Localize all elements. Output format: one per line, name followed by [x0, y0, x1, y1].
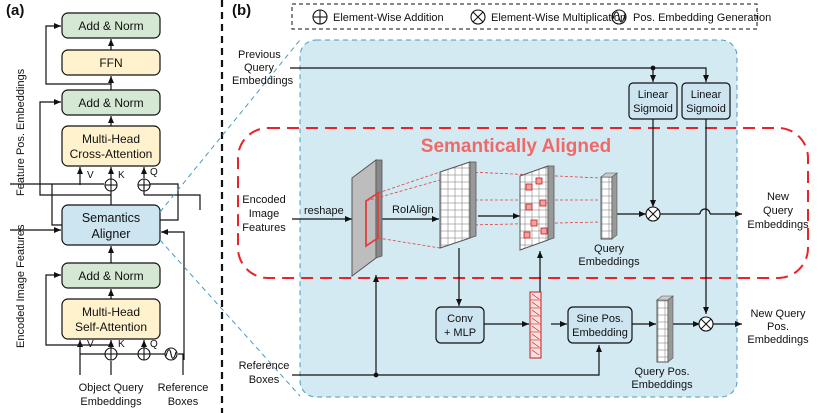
multiply-icon [470, 9, 486, 25]
legend-box [291, 3, 758, 30]
plus-icon [104, 347, 118, 361]
cross-attention-text-1: Multi-Head [82, 132, 140, 146]
pos-embedding-icon [164, 347, 178, 361]
semantic-region [237, 127, 809, 279]
encoded-2: Image [249, 208, 280, 220]
reference-boxes-label-2: Boxes [168, 396, 199, 408]
port-v-1: V [87, 170, 94, 181]
new-query-pos-1: New Query [750, 308, 806, 320]
new-query-pos-3: Embeddings [747, 334, 809, 346]
plus-icon [137, 178, 151, 192]
encoded-image-label: Encoded Image Features [15, 224, 27, 348]
linear-sigmoid-2-block [681, 82, 731, 120]
linear-2-text: Linear [691, 89, 722, 101]
ffn-text: FFN [99, 56, 122, 70]
new-query-2: Query [763, 205, 793, 217]
feature-map [351, 159, 383, 277]
query-pos-1: Query Pos. [634, 366, 689, 378]
roi-grid [439, 161, 477, 249]
aligner-text-2: Aligner [92, 227, 131, 241]
pos-embedding-icon [611, 9, 627, 25]
add-norm-mid-text: Add & Norm [78, 96, 143, 110]
plus-icon [104, 178, 118, 192]
multiply-icon [698, 316, 714, 332]
conv-text-1: Conv [447, 313, 473, 325]
sine-text-2: Embedding [572, 327, 628, 339]
self-attention-text-1: Multi-Head [82, 305, 140, 319]
reference-boxes-label-1: Reference [158, 382, 209, 394]
prev-query-1: Previous [238, 49, 281, 61]
roialign-label: RoIAlign [392, 204, 434, 216]
panel-b-arrows [290, 65, 742, 378]
ref-boxes-1: Reference [239, 360, 290, 372]
query-pos-column [656, 295, 674, 363]
self-attention-text-2: Self-Attention [75, 320, 147, 334]
add-norm-top-text: Add & Norm [78, 19, 143, 33]
zoom-line-top [159, 39, 301, 213]
query-embeddings-column [600, 172, 618, 240]
add-norm-top-block [61, 12, 161, 39]
aligner-text-1: Semantics [82, 211, 140, 225]
legend-addition: Element-Wise Addition [333, 12, 444, 24]
new-query-pos-2: Pos. [767, 321, 789, 333]
prev-query-2: Query [244, 62, 274, 74]
sigmoid-1-text: Sigmoid [633, 103, 673, 115]
port-k-1: K [118, 170, 125, 181]
query-emb-2: Embeddings [578, 256, 640, 268]
add-norm-bottom-text: Add & Norm [78, 269, 143, 283]
port-q-2: Q [150, 339, 158, 350]
plus-icon [137, 347, 151, 361]
port-q-1: Q [150, 167, 158, 178]
port-v-2: V [87, 339, 94, 350]
cross-attention-text-2: Cross-Attention [70, 147, 153, 161]
zoom-line-bottom [159, 239, 301, 397]
new-query-3: Embeddings [747, 219, 809, 231]
sampled-grid [519, 165, 555, 251]
conv-mlp-block [435, 306, 485, 344]
plus-icon [312, 9, 328, 25]
plus-icons [104, 178, 178, 361]
legend-multiplication: Element-Wise Multiplication [491, 12, 626, 24]
panel-a: (a) Feature Pos. Embeddings Encoded Imag… [6, 2, 208, 408]
object-query-label-2: Embeddings [80, 396, 142, 408]
linear-sigmoid-1-block [628, 82, 678, 120]
offset-vector [529, 291, 542, 359]
panel-b-label: (b) [232, 2, 251, 19]
object-query-label-1: Object Query [79, 382, 144, 394]
sine-pos-block [567, 306, 633, 344]
query-emb-1: Query [594, 243, 624, 255]
query-pos-2: Embeddings [631, 379, 693, 391]
legend-pos-gen: Pos. Embedding Generation [633, 12, 771, 24]
sigmoid-2-text: Sigmoid [686, 103, 726, 115]
port-k-2: K [118, 339, 125, 350]
conv-text-2: + MLP [444, 327, 476, 339]
ref-boxes-2: Boxes [249, 374, 280, 386]
feature-pos-label: Feature Pos. Embeddings [15, 68, 27, 196]
encoded-3: Features [242, 222, 286, 234]
linear-1-text: Linear [638, 89, 669, 101]
new-query-1: New [767, 191, 789, 203]
sine-text-1: Sine Pos. [576, 313, 623, 325]
reshape-label: reshape [304, 205, 344, 217]
prev-query-3: Embeddings [232, 75, 294, 87]
panel-a-label: (a) [6, 2, 24, 19]
semantic-title: Semantically Aligned [421, 136, 611, 157]
encoded-1: Encoded [242, 194, 285, 206]
multiply-icon [645, 206, 661, 222]
panel-b: (b) Element-Wise Addition Element-Wise M… [232, 2, 809, 398]
